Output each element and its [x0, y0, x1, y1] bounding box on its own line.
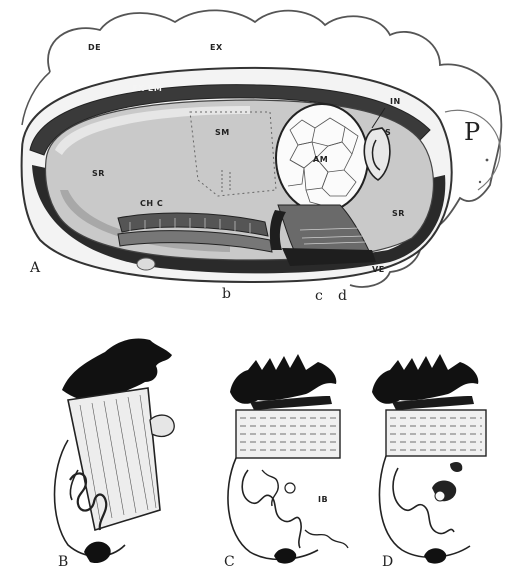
c-small-ring [285, 483, 295, 493]
label-p: P [464, 118, 480, 146]
panel-label-a: A [29, 260, 41, 276]
sub-label-d: d [338, 288, 347, 304]
b-side-blob [150, 415, 174, 436]
label-sr-left: SR [92, 169, 105, 178]
c-outer-sac [228, 458, 318, 559]
d-inner-ring [435, 491, 445, 501]
d-bottom-blob [424, 548, 446, 563]
label-in: IN [390, 97, 401, 106]
c-gut-loops [242, 470, 301, 548]
small-blob [137, 258, 155, 270]
panel-label-d: D [382, 554, 393, 570]
label-sm: SM [215, 128, 230, 137]
speck-2 [479, 181, 481, 183]
d-hatched-band [386, 410, 486, 456]
label-sr-right: SR [392, 209, 405, 218]
panel-b-drawing: B [55, 339, 175, 571]
label-ex: EX [210, 43, 223, 52]
c-bottom-blob [274, 548, 296, 563]
d-small-dark [450, 462, 462, 472]
panel-label-b: B [58, 554, 68, 570]
c-wavy-tail [305, 530, 348, 548]
label-ex-em: EX EM [132, 84, 162, 93]
sub-label-b: b [222, 286, 231, 302]
label-ve: VE [372, 265, 385, 274]
panel-label-c: C [224, 554, 235, 570]
sub-label-c: c [315, 288, 323, 304]
label-ch-c: CH C [140, 199, 163, 208]
c-gut-loops-2 [262, 470, 278, 506]
label-de: DE [88, 43, 101, 52]
speck-1 [486, 159, 489, 162]
label-am: AM [313, 155, 328, 164]
label-s: S [385, 128, 391, 137]
label-ib: IB [318, 495, 328, 504]
panel-d-drawing: D [372, 354, 486, 570]
panel-c-drawing: IB C [224, 354, 348, 570]
b-bottom-blob [84, 542, 111, 563]
